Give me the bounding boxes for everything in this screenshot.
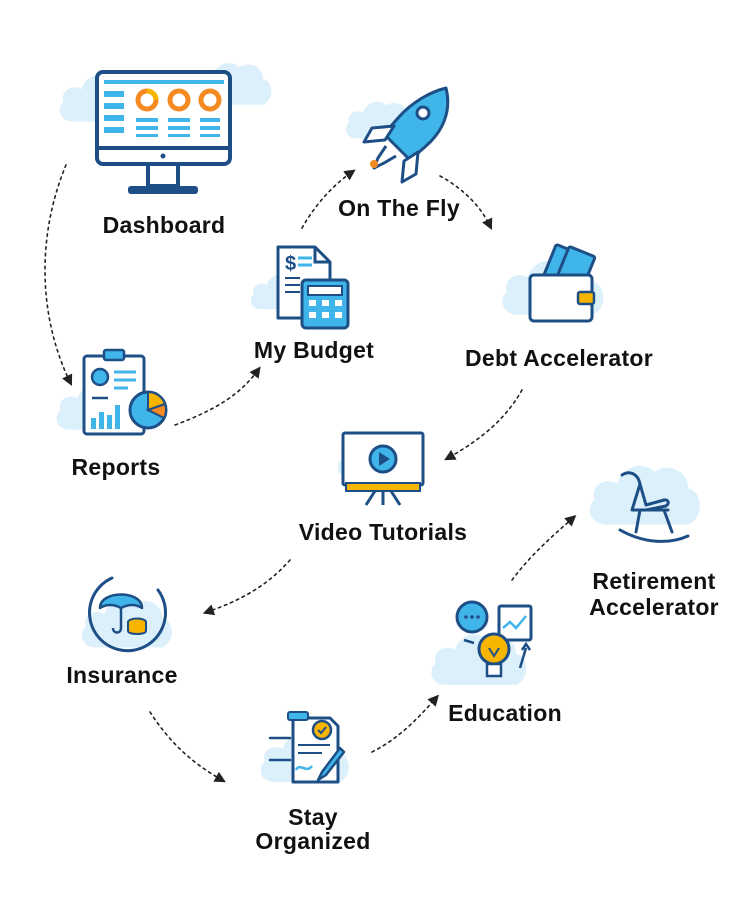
label-retirement-line2: Accelerator xyxy=(589,594,719,620)
label-stay-organized-line1: Stay xyxy=(288,804,338,830)
rocking-chair-icon xyxy=(618,471,690,543)
label-insurance: Insurance xyxy=(66,662,178,688)
label-retirement-line1: Retirement xyxy=(592,568,716,594)
report-clipboard-icon xyxy=(82,348,168,436)
label-video-tutorials: Video Tutorials xyxy=(298,519,468,545)
arrow-my-budget-to-on-the-fly xyxy=(301,169,356,229)
dollar-sign-icon: $ xyxy=(285,253,296,275)
umbrella-coins-icon xyxy=(88,576,168,653)
cloud-shape xyxy=(431,634,527,685)
arrow-dashboard-to-reports xyxy=(44,164,73,387)
label-stay-organized-line2: Organized xyxy=(255,828,371,854)
arrow-on-the-fly-to-debt-accelerator xyxy=(439,175,493,231)
lightbulb-chat-icon xyxy=(455,600,533,678)
flow-arrows xyxy=(44,164,577,783)
label-on-the-fly: On The Fly xyxy=(338,195,460,221)
arrow-reports-to-my-budget xyxy=(174,366,261,426)
document-signature-icon xyxy=(268,711,346,784)
label-dashboard: Dashboard xyxy=(102,212,226,238)
label-education: Education xyxy=(448,700,562,726)
monitor-dashboard-icon xyxy=(95,70,232,194)
arrow-education-to-retirement xyxy=(511,515,577,581)
cloud-shape xyxy=(589,465,700,525)
budget-calculator-icon: $ xyxy=(276,245,350,330)
arrow-debt-accelerator-to-video-tutorials xyxy=(444,389,523,461)
video-presentation-icon xyxy=(341,431,425,506)
arrow-stay-organized-to-education xyxy=(371,694,439,753)
label-reports: Reports xyxy=(71,454,161,480)
label-my-budget: My Budget xyxy=(253,337,375,363)
arrow-insurance-to-stay-organized xyxy=(149,711,226,783)
label-debt-accelerator: Debt Accelerator xyxy=(464,345,653,371)
wallet-cards-icon xyxy=(528,243,597,323)
rocket-icon xyxy=(362,86,450,184)
arrow-video-tutorials-to-insurance xyxy=(202,559,291,616)
